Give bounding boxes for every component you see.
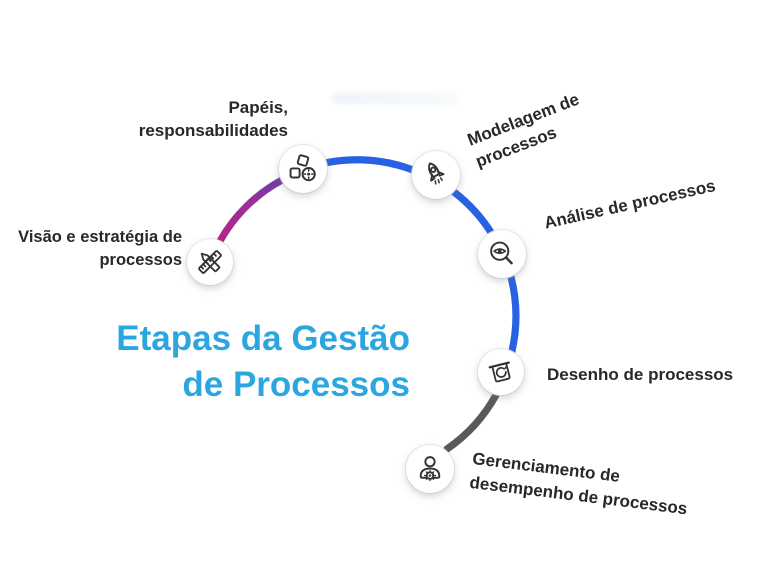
arc-segment-papeis-modelagem — [321, 156, 417, 174]
rocket-icon — [428, 162, 445, 185]
arc-segment-analise-desenho — [507, 273, 520, 355]
arc-segment-modelagem-analise — [450, 188, 496, 238]
label-visao: Visão e estratégia de processos — [18, 228, 182, 269]
node-visao — [187, 239, 233, 285]
background-smudge — [332, 92, 458, 105]
page-title: Etapas da Gestão de Processos — [58, 316, 410, 408]
node-modelagem — [412, 151, 460, 199]
arc-segment-visao-papeis — [216, 176, 286, 245]
person-gear-icon — [419, 456, 441, 482]
eye-magnifier-icon — [490, 241, 513, 265]
label-papeis: Papéis, responsabilidades — [138, 98, 288, 140]
label-desenho: Desenho de processos — [547, 365, 734, 384]
shapes-gear-icon — [289, 154, 316, 182]
node-desenho — [478, 349, 524, 395]
node-analise — [478, 230, 526, 278]
node-papeis — [279, 145, 327, 193]
pencil-ruler-icon — [198, 250, 222, 274]
title-line-1: Etapas da Gestão — [116, 319, 410, 358]
refresh-box-icon — [488, 361, 511, 383]
arc-segment-desenho-gerenciamento — [443, 391, 500, 453]
node-gerenciamento — [406, 445, 454, 493]
title-line-2: de Processos — [182, 365, 410, 404]
